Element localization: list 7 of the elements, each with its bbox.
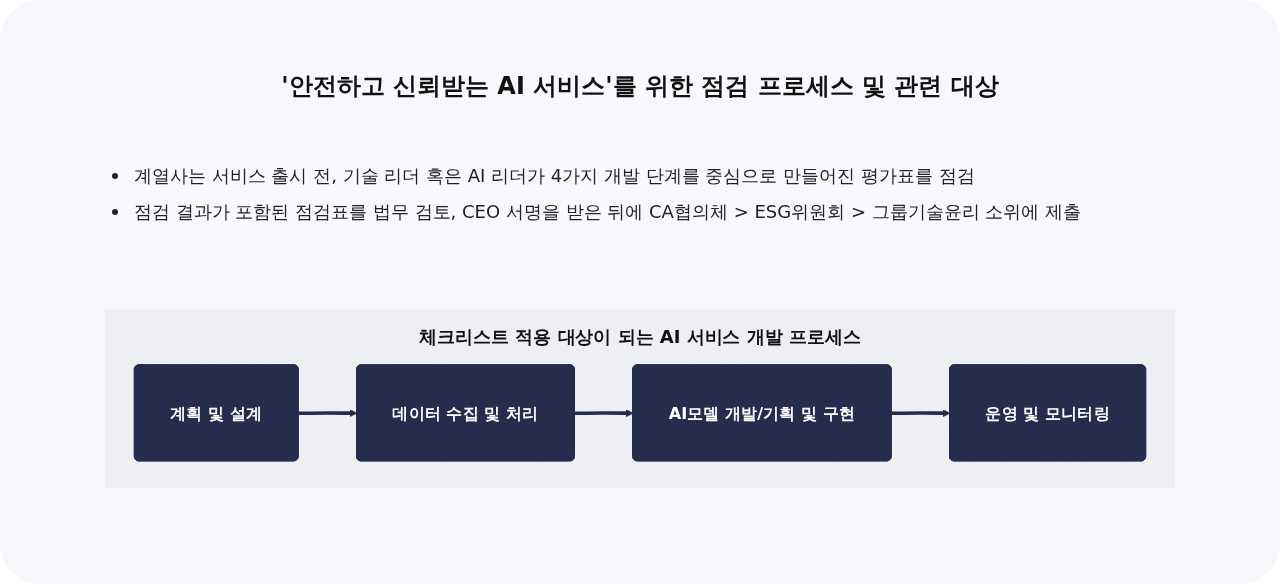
arrow [298, 408, 358, 417]
bullet-text: 계열사는 서비스 출시 전, 기술 리더 혹은 AI 리더가 4가지 개발 단계를 중심으로 만들어진 평가표를 점검 [134, 164, 975, 188]
arrow [574, 408, 634, 417]
cluster [104, 308, 1176, 488]
title: '안전하고 신뢰받는 AI 서비스'를 위한 점검 프로세스 및 관련 대상 [280, 71, 1000, 102]
arrow [891, 408, 951, 417]
bullet-text: 점검 결과가 포함된 점검표를 법무 검토, CEO 서명을 받은 뒤에 CA협의체 > ESG위원회 > 그룹기술윤리 소위에 제출 [134, 200, 1082, 224]
